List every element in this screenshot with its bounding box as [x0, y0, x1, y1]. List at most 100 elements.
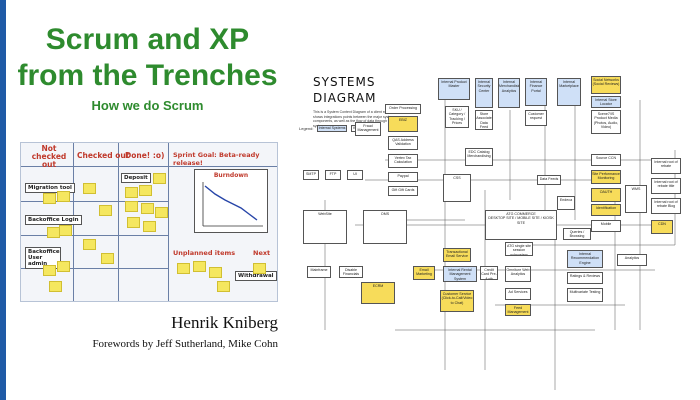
social-networks-box: Social Networks (Social Reviews): [591, 76, 621, 94]
internal-rental-box: Internal Rental Management System: [443, 266, 477, 282]
sticky-note: [57, 191, 70, 202]
css-box: CSS: [443, 174, 471, 202]
sticky-note: [83, 183, 96, 194]
ecrm-box: ECRM: [361, 282, 395, 304]
sticky-note: [155, 207, 168, 218]
ftp-box: FTP: [325, 170, 341, 180]
sticky-note: [83, 239, 96, 250]
sticky-note: [57, 261, 70, 272]
wms-left-box: WebSite: [303, 210, 347, 244]
disable-financials-box: Disable Financials: [339, 266, 363, 278]
notes3-box: Internal root of rebate Blog: [651, 198, 681, 214]
legend-internal-systems: Internal Systems: [317, 125, 347, 132]
column-checked-out: Checked out: [77, 151, 130, 160]
book-title-line-1: Scrum and XP: [45, 23, 250, 56]
multivariate-box: Multivariate Testing: [567, 288, 603, 302]
ad-services-box: Ad Services: [505, 288, 531, 300]
atg-commerce-title: ATG COMMERCE: [506, 212, 536, 216]
sticky-note: [253, 263, 266, 274]
board-divider: [168, 143, 169, 301]
book-title-line-2: from the Trenches: [17, 59, 278, 92]
book-title: Scrum and XP from the Trenches: [10, 22, 285, 94]
sticky-note: [49, 281, 62, 292]
left-accent-bar: [0, 0, 6, 400]
sticky-note: [209, 267, 222, 278]
sticky-note: [153, 173, 166, 184]
customer-request-box: Customer request: [525, 110, 547, 126]
notes-box: Internal root of rebate: [651, 158, 681, 174]
internal-marketplace-box: Internal Marketplace: [557, 78, 581, 106]
board-divider: [21, 166, 277, 167]
dc-catalog-box: EDC Catalog Merchandising: [465, 148, 493, 166]
sticky-note: [43, 193, 56, 204]
notes2-box: Internal root of rebate title: [651, 178, 681, 194]
email-marketing-box: Email Marketing: [413, 266, 435, 280]
internal-product-master-box: Internal Product Master: [438, 78, 470, 100]
systems-diagram: SYSTEMS DIAGRAM This is a System Context…: [295, 70, 698, 395]
sticky-note: [217, 281, 230, 292]
source-ccn-box: Source CCN: [591, 154, 621, 166]
sticky-note: [101, 253, 114, 264]
book-subtitle: How we do Scrum: [91, 98, 204, 113]
card-backoffice-login: Backoffice Login: [25, 215, 82, 225]
site-performance-box: Site Performance Monitoring: [591, 170, 621, 184]
sticky-note: [125, 187, 138, 198]
search-queries-box: Queries / Browsing: [563, 228, 591, 240]
sticky-note: [193, 261, 206, 272]
burndown-chart: Burndown: [194, 169, 268, 233]
feed-management-box: Feed Management: [505, 304, 531, 316]
sticky-note: [141, 203, 154, 214]
sku-category-box: SKU / Category / Tracking / Prices: [445, 106, 469, 128]
atg-commerce-box: ATG COMMERCE DESKTOP SITE / MOBILE SITE …: [485, 210, 557, 240]
atg-commerce-sites: DESKTOP SITE / MOBILE SITE / KIOSK SITE: [488, 216, 554, 225]
cdn-box: CDN: [651, 220, 673, 234]
mainframe-box: Mainframe: [307, 266, 331, 278]
scrum-board-illustration: Not checked out Checked out Done! :o) Sp…: [20, 142, 278, 302]
card-backoffice-user-admin: Backoffice User admin: [25, 247, 61, 269]
fraud-management-box: Fraud Management: [355, 122, 381, 136]
board-divider: [21, 268, 168, 269]
endeca-box: Endeca: [557, 196, 575, 210]
column-not-checked-out: Not checked out: [29, 145, 69, 169]
internal-finance-box: Internal Finance Portal: [525, 78, 547, 106]
internal-recommendation-box: Internal Recommendation Engine: [567, 250, 603, 268]
qas-box: QAS Address Validation: [388, 136, 418, 150]
column-done: Done! :o): [125, 151, 165, 160]
sticky-note: [177, 263, 190, 274]
oms-box: OMS: [363, 210, 407, 244]
diagram-title: SYSTEMS DIAGRAM: [313, 74, 377, 106]
atg-single-site-box: ATG single site session subsystem: [505, 242, 533, 256]
sticky-note: [99, 205, 112, 216]
sticky-note: [127, 217, 140, 228]
wms-box: WMS: [625, 185, 647, 213]
data-feeds-box: Data Feeds: [537, 175, 561, 185]
identification-box: Identification: [591, 204, 621, 216]
column-not-checked-out-line-1: Not: [41, 144, 57, 153]
internal-store-locator-box: Internal Store Locator: [591, 96, 621, 108]
credit-card-box: Credit Card Pre-Auth: [480, 266, 498, 280]
order-processing-box: Order Processing: [385, 104, 421, 114]
sprint-goal: Sprint Goal: Beta-ready release!: [173, 151, 260, 167]
column-not-checked-out-line-2: checked out: [31, 152, 67, 169]
sticky-note: [125, 201, 138, 212]
ui-box: UI: [347, 170, 363, 180]
sticky-note: [59, 225, 72, 236]
smtp-box: SMTP: [303, 170, 319, 180]
internal-merchandising-box: Internal Merchandising Analytics: [498, 78, 520, 108]
legend-label: Legend:: [299, 126, 314, 131]
burndown-label: Burndown: [213, 172, 249, 179]
store-associate-box: Store Associate Data Feed: [475, 110, 493, 130]
paypal-box: Paypal: [388, 172, 418, 182]
card-migration-tool: Migration tool: [25, 183, 75, 193]
next-label: Next: [253, 249, 271, 257]
forewords-line: Forewords by Jeff Sutherland, Mike Cohn: [92, 338, 278, 350]
internal-security-box: Internal Security Center: [475, 78, 493, 108]
transactional-email-box: Transactional Email Service: [443, 248, 471, 262]
sticky-note: [139, 185, 152, 196]
analytics-box: Analytics: [617, 254, 647, 266]
vertex-box: Vertex Tax Calculation: [388, 154, 418, 168]
mobile-box: Mobile: [591, 220, 621, 232]
diagram-title-line-2: DIAGRAM: [313, 91, 377, 105]
burndown-line: [202, 182, 263, 227]
sticky-note: [143, 221, 156, 232]
